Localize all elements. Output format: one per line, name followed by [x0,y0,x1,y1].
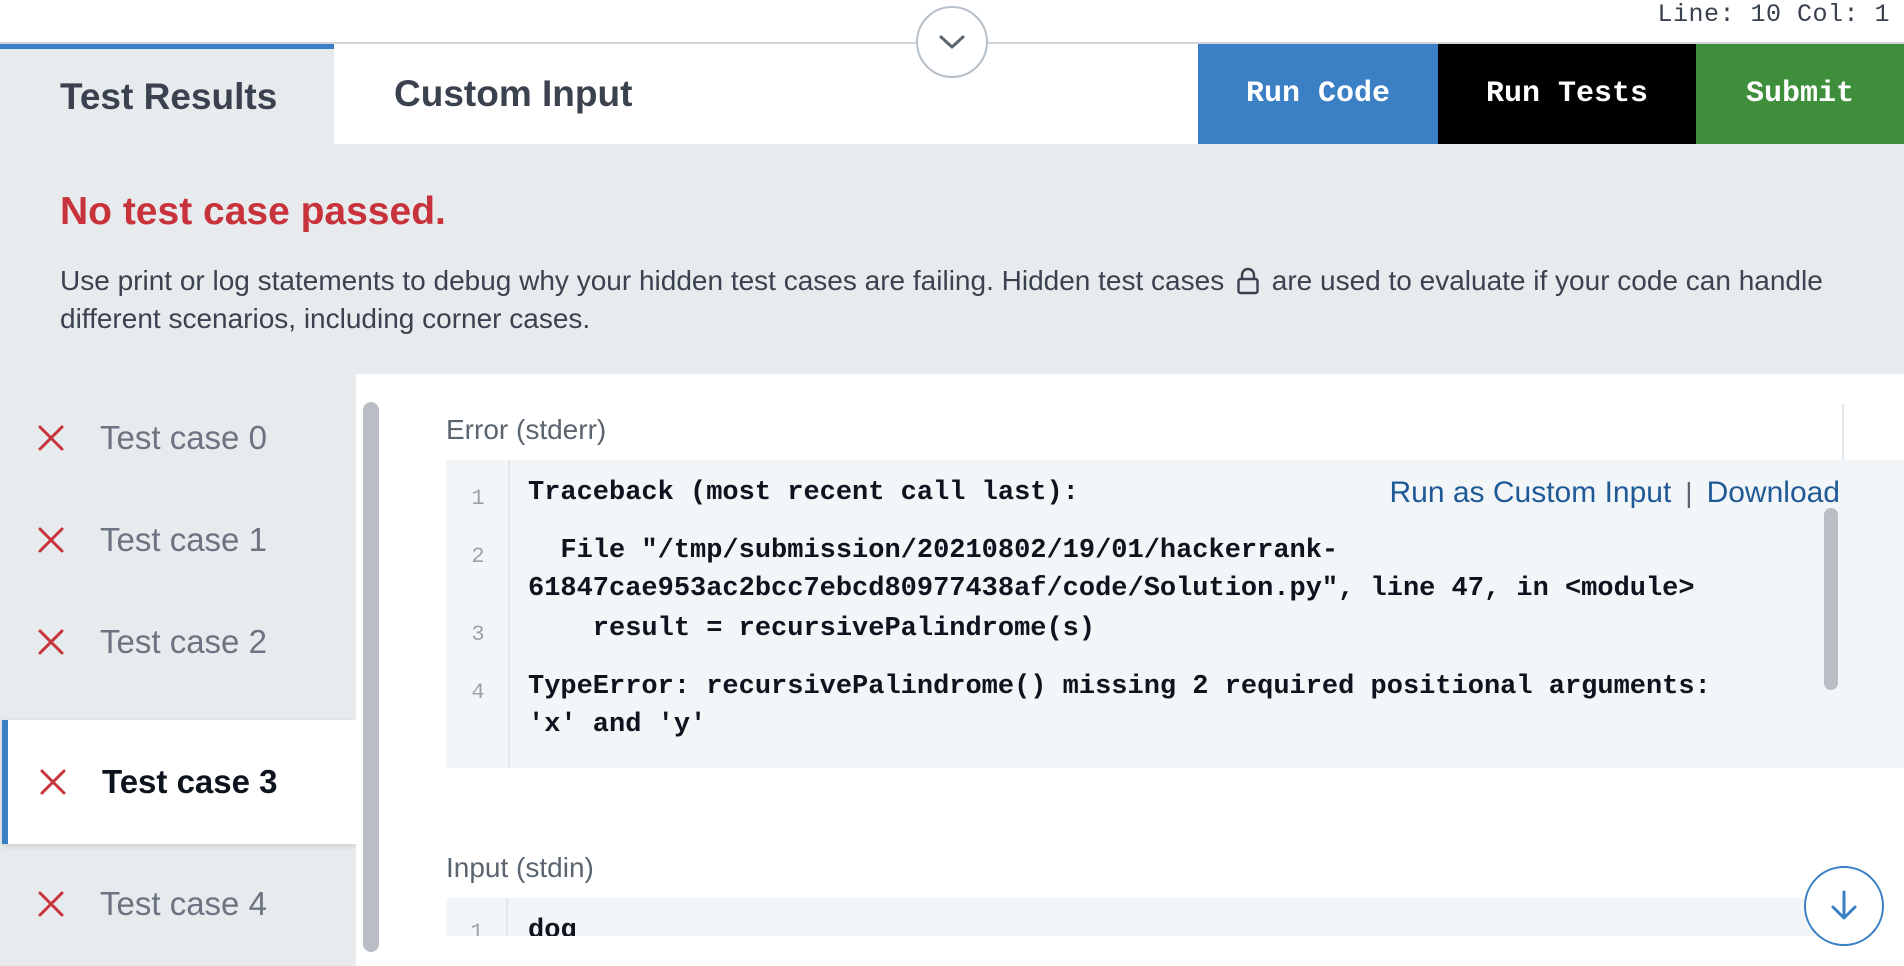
test-case-label: Test case 4 [100,885,267,922]
test-case-item[interactable]: Test case 4 [0,842,356,966]
test-case-details: Error (stderr) 1 Traceback (most recent … [390,374,1904,966]
run-as-custom-input-link[interactable]: Run as Custom Input [1389,476,1672,509]
line-gutter [446,460,510,768]
summary-text: Use print or log statements to debug why… [60,262,1844,338]
results-tab-bar: Test Results Custom Input Run Code Run T… [0,44,1904,144]
tab-test-results[interactable]: Test Results [0,44,334,144]
arrow-down-icon [1831,890,1857,920]
input-line: dog [528,916,577,936]
scroll-down-button[interactable] [1804,866,1884,946]
test-case-item[interactable]: Test case 2 [0,580,356,704]
link-separator: | [1685,477,1693,508]
run-code-button[interactable]: Run Code [1198,44,1438,144]
tab-label: Custom Input [394,73,633,114]
summary-text-after: are used to evaluate if your code can ha… [60,265,1823,334]
error-line: File "/tmp/submission/20210802/19/01/hac… [528,536,1695,604]
error-line: TypeError: recursivePalindrome() missing… [528,672,1711,740]
error-output: 1 Traceback (most recent call last): 2 F… [446,460,1904,768]
line-number: 1 [471,486,485,511]
error-line: Traceback (most recent call last): [528,478,1079,508]
line-number: 3 [471,622,485,647]
lock-icon [1237,267,1259,295]
test-list-scroll-thumb[interactable] [363,402,379,952]
test-case-item[interactable]: Test case 0 [0,376,356,500]
submit-button[interactable]: Submit [1696,44,1904,144]
input-output: 1 dog [446,898,1832,936]
cursor-position: Line: 10 Col: 1 [1657,0,1890,29]
input-actions: Run as Custom Input | Download [1389,476,1840,510]
x-icon [38,891,64,917]
x-icon [38,527,64,553]
tab-label: Test Results [60,75,278,117]
line-gutter [446,898,508,936]
test-case-item-active[interactable]: Test case 3 [2,720,356,844]
summary-title: No test case passed. [60,190,446,233]
x-icon [38,629,64,655]
test-case-label: Test case 0 [100,419,267,456]
collapse-panel-button[interactable] [916,6,988,78]
error-line: result = recursivePalindrome(s) [528,614,1096,644]
x-icon [40,769,66,795]
results-summary: No test case passed. Use print or log st… [0,144,1904,374]
input-label: Input (stdin) [446,852,594,883]
chevron-down-icon [939,35,965,49]
test-case-list: Test case 0 Test case 1 Test case 2 Test… [0,374,356,966]
x-icon [38,425,64,451]
test-case-item[interactable]: Test case 1 [0,478,356,602]
line-number: 4 [471,680,485,705]
test-case-label: Test case 2 [100,623,267,660]
run-tests-button[interactable]: Run Tests [1438,44,1696,144]
error-scroll-thumb[interactable] [1824,508,1838,690]
line-number: 2 [471,544,485,569]
tab-custom-input[interactable]: Custom Input [334,44,1198,144]
test-case-label: Test case 1 [100,521,267,558]
summary-text-before: Use print or log statements to debug why… [60,265,1225,296]
test-case-label: Test case 3 [102,763,278,800]
error-label: Error (stderr) [446,414,607,445]
line-number: 1 [470,920,484,936]
download-link[interactable]: Download [1706,476,1840,509]
